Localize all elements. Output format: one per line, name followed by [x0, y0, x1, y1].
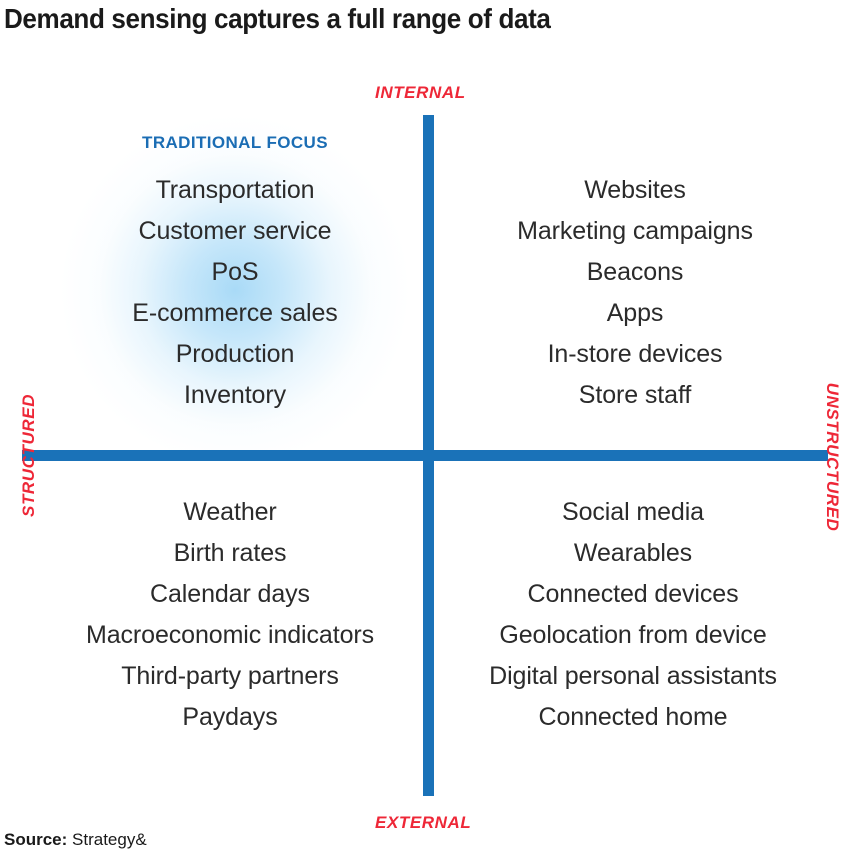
axis-label-internal: INTERNAL: [375, 83, 466, 102]
list-item: Connected home: [538, 703, 728, 731]
quadrant-internal-unstructured: Websites Marketing campaigns Beacons App…: [435, 170, 835, 416]
quadrant-external-unstructured: Social media Wearables Connected devices…: [432, 492, 834, 738]
source-label: Source:: [4, 830, 68, 849]
source-value: Strategy&: [72, 830, 147, 849]
list-item: Calendar days: [150, 580, 310, 608]
list-item: Social media: [562, 498, 704, 526]
list-item: Macroeconomic indicators: [86, 621, 374, 649]
list-item: Beacons: [586, 258, 684, 286]
list-item: In-store devices: [547, 340, 723, 368]
list-item: Wearables: [573, 539, 693, 567]
list-item: Paydays: [182, 703, 278, 731]
list-item: Production: [175, 340, 295, 368]
horizontal-axis-line: [22, 450, 828, 461]
list-item: Marketing campaigns: [517, 217, 753, 245]
source-line: Source: Strategy&: [4, 830, 147, 850]
list-item: Websites: [584, 176, 686, 204]
list-item: Birth rates: [173, 539, 287, 567]
list-item: Transportation: [155, 176, 315, 204]
list-item: Store staff: [578, 381, 692, 409]
list-item: Connected devices: [527, 580, 739, 608]
list-item: E-commerce sales: [132, 299, 338, 327]
list-item: PoS: [211, 258, 259, 286]
list-item: Apps: [606, 299, 664, 327]
list-item: Digital personal assistants: [489, 662, 777, 690]
quadrant-internal-structured: Transportation Customer service PoS E-co…: [30, 170, 440, 416]
list-item: Weather: [183, 498, 277, 526]
list-item: Geolocation from device: [499, 621, 767, 649]
page-title: Demand sensing captures a full range of …: [4, 3, 551, 34]
list-item: Customer service: [138, 217, 332, 245]
traditional-focus-label: TRADITIONAL FOCUS: [142, 133, 328, 152]
quadrant-external-structured: Weather Birth rates Calendar days Macroe…: [30, 492, 430, 738]
list-item: Inventory: [184, 381, 286, 409]
list-item: Third-party partners: [121, 662, 339, 690]
axis-label-external: EXTERNAL: [375, 813, 472, 832]
